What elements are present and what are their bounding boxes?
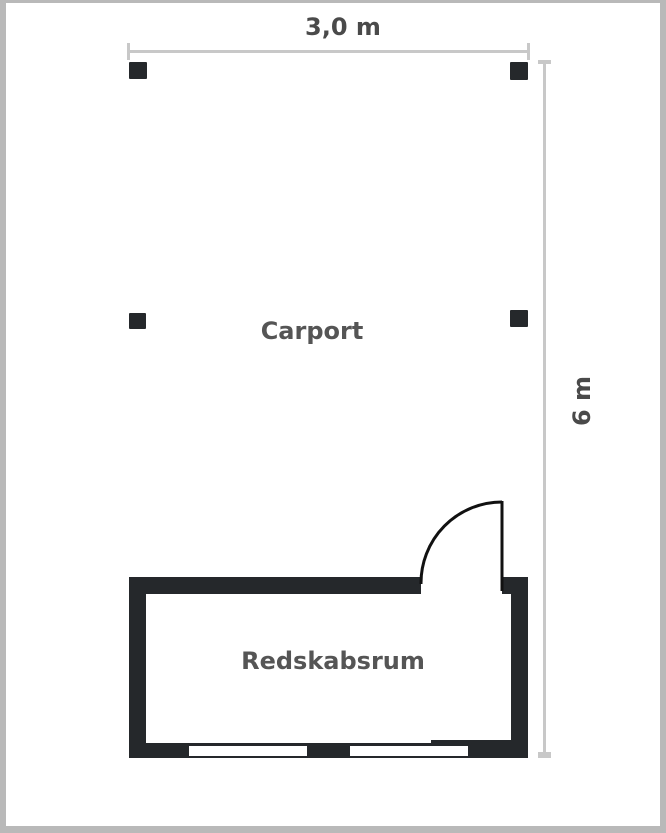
door-swing-arc [419, 500, 503, 585]
shed-wall-top-left [129, 577, 421, 594]
room-label-carport: Carport [260, 317, 364, 345]
length-dimension-tick-top [538, 60, 551, 64]
room-label-redskabsrum: Redskabsrum [241, 647, 425, 675]
shed-wall-left [129, 577, 146, 758]
post-top-left [129, 62, 147, 79]
shed-wall-right [511, 577, 528, 758]
length-dimension-tick-bottom [538, 752, 551, 758]
width-dimension-tick-left [127, 43, 130, 60]
shed-window-right [350, 746, 468, 756]
post-top-right [510, 62, 528, 80]
width-dimension-line [128, 50, 530, 53]
shed-wall-bottom-inner-lip [431, 740, 511, 744]
post-middle-right [510, 310, 528, 327]
length-dimension-line [543, 61, 546, 757]
width-dimension-tick-right [527, 43, 530, 60]
floor-plan-sheet [6, 3, 660, 826]
width-dimension-label: 3,0 m [305, 13, 381, 41]
shed-window-left [189, 746, 307, 756]
post-middle-left [129, 313, 146, 329]
